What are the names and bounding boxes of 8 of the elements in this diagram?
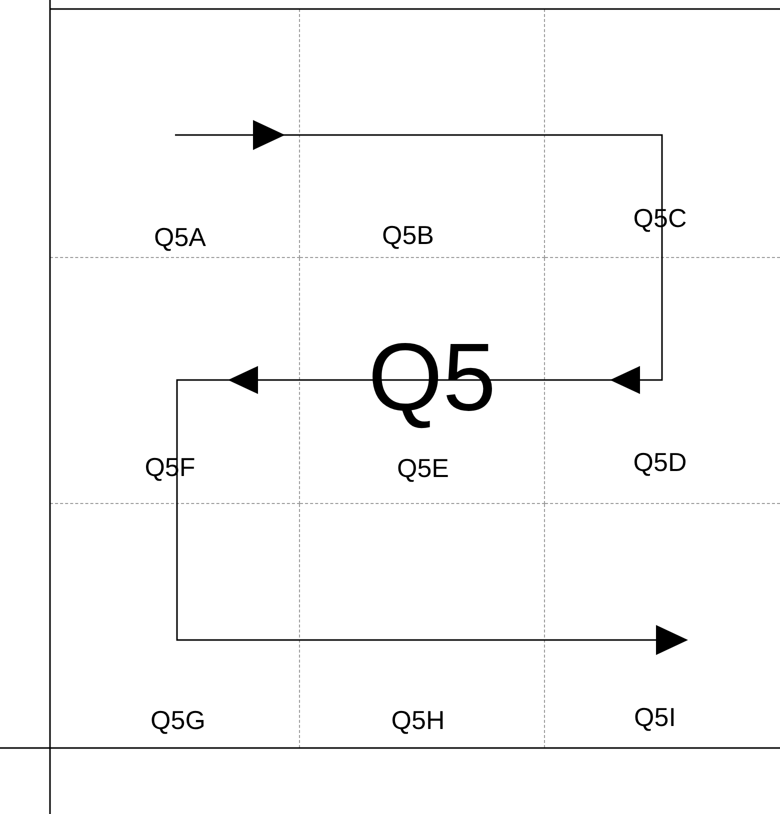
cell-label: Q5D <box>633 449 687 475</box>
cell-label: Q5H <box>391 707 445 733</box>
cell-label: Q5E <box>396 455 450 481</box>
cell-label: Q5G <box>150 707 206 733</box>
cell-label: Q5B <box>382 222 434 248</box>
cell-label: Q5I <box>634 704 676 730</box>
cell-label: Q5A <box>154 224 206 250</box>
grid-cell <box>300 9 545 258</box>
